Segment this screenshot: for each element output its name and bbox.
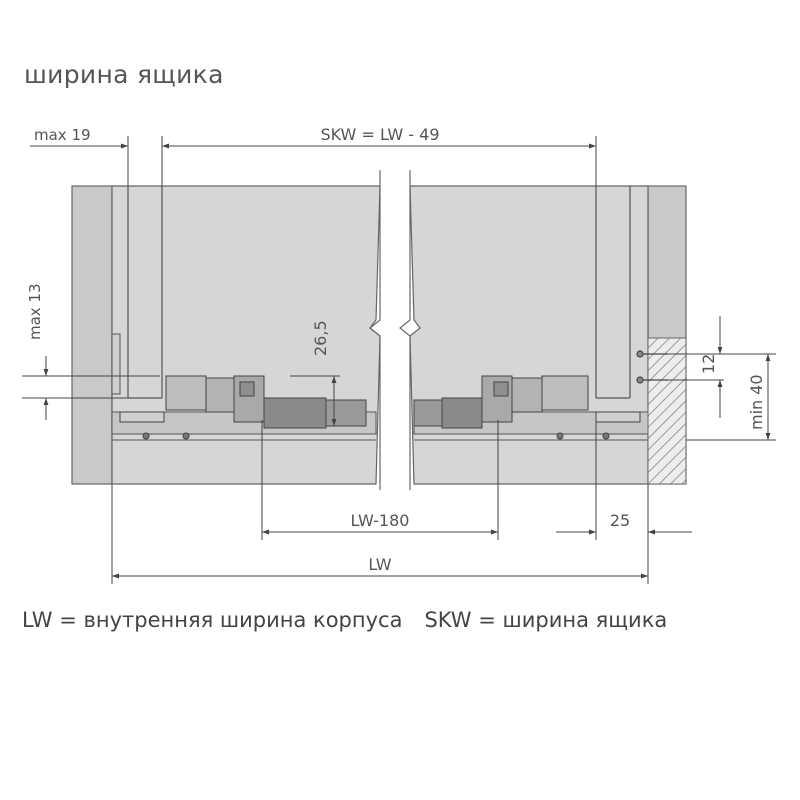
dim-skw-label: SKW = LW - 49	[320, 125, 439, 144]
drawer-side-wall-left	[127, 186, 163, 399]
legend-skw-definition: SKW = ширина ящика	[424, 608, 668, 632]
drawer-side-wall-right	[595, 186, 631, 399]
dim-max19-label: max 19	[34, 126, 91, 144]
dim-max13-label: max 13	[26, 283, 44, 340]
diagram-title: ширина ящика	[24, 60, 224, 89]
runner-left	[119, 375, 367, 440]
cabinet-section-hatched	[647, 337, 687, 485]
break-line-left	[369, 170, 381, 490]
legend-lw-definition: LW = внутренняя ширина корпуса	[22, 608, 403, 632]
dim-lw180-label: LW-180	[351, 511, 410, 530]
dim-lw-label: LW	[368, 555, 391, 574]
screw-icons	[636, 350, 668, 384]
dim-25-label: 25	[610, 511, 630, 530]
drawer-body-right	[409, 185, 649, 485]
cabinet-left-side	[71, 185, 113, 485]
dim-265-label: 26,5	[311, 320, 330, 356]
break-gap	[380, 170, 410, 490]
dim-12-label: 12	[699, 354, 718, 374]
clip-left	[111, 333, 121, 395]
break-line-right	[399, 170, 411, 490]
drawer-body-left	[111, 185, 381, 485]
runner-right	[413, 375, 641, 440]
legend: LW = внутренняя ширина корпуса SKW = шири…	[22, 608, 689, 632]
dim-min40-label: min 40	[747, 374, 766, 430]
